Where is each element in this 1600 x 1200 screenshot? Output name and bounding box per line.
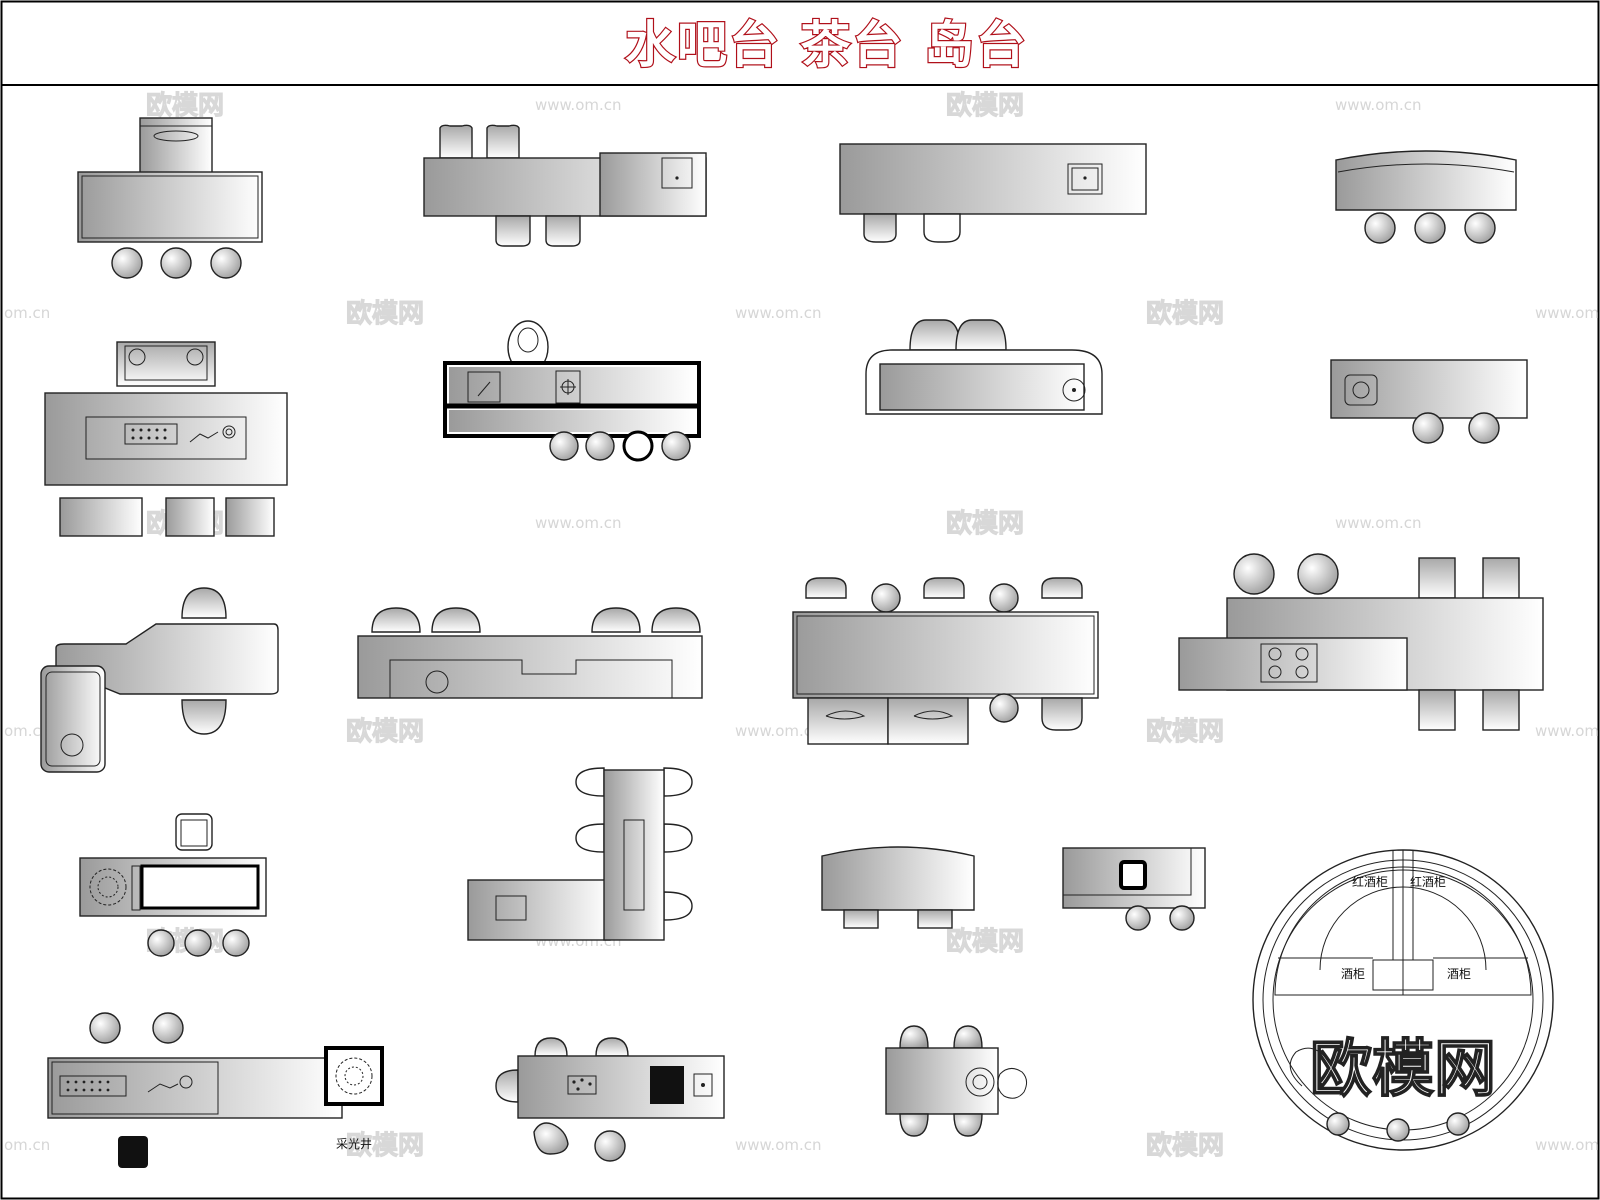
watermark-text: 欧模网: [946, 508, 1024, 539]
watermark-url: www.om.cn: [535, 96, 622, 114]
island-3: [467, 767, 693, 941]
round-bar: 红酒柜 红酒柜 酒柜 酒柜 欧模网: [1252, 849, 1554, 1151]
watermark-logo: 欧模网: [1310, 1032, 1496, 1105]
watermark-url: www.om.cn: [735, 722, 822, 740]
watermark-url: om.cn: [4, 304, 50, 322]
island-1: [40, 587, 279, 773]
watermark-url: www.om.cn: [1335, 96, 1422, 114]
watermark-url: www.om.cn: [1335, 514, 1422, 532]
wine-cabinet-label-right: 酒柜: [1447, 967, 1471, 981]
bar-counter-6: [865, 319, 1103, 415]
watermark-url: www.om.cn: [1535, 722, 1600, 740]
watermark-text: 欧模网: [346, 1130, 424, 1161]
bar-counter-1: [77, 117, 263, 279]
wine-cabinet-label-left: 酒柜: [1341, 967, 1365, 981]
bar-counter-11: [495, 1037, 725, 1162]
page-title: 水吧台 茶台 岛台: [625, 16, 1028, 74]
watermark-text: 欧模网: [146, 90, 224, 121]
watermark-url: om.cn: [4, 1136, 50, 1154]
watermark-url: www.om.cn: [1535, 1136, 1600, 1154]
bar-counter-8: [357, 607, 703, 699]
watermark-text: 欧模网: [346, 716, 424, 747]
red-wine-cabinet-label-right: 红酒柜: [1410, 874, 1446, 889]
bar-counter-5: [443, 320, 701, 462]
watermark-url: www.om.cn: [1535, 304, 1600, 322]
skylight-label: 采光井: [336, 1137, 372, 1151]
bar-counter-4: [1335, 150, 1517, 244]
island-2: [1178, 553, 1544, 731]
bar-counter-2: [423, 124, 707, 247]
watermark-url: www.om.cn: [535, 514, 622, 532]
bar-counter-10: [1062, 847, 1206, 931]
watermark-text: 欧模网: [946, 926, 1024, 957]
watermark-url: www.om.cn: [735, 1136, 822, 1154]
tea-table-3: 采光井: [47, 1012, 384, 1168]
watermark-text: 欧模网: [1146, 716, 1224, 747]
bar-counter-9: [821, 846, 975, 929]
watermark-url: om.cn: [4, 722, 50, 740]
watermark-text: 欧模网: [1146, 1130, 1224, 1161]
bar-counter-3: [839, 143, 1147, 243]
tea-table-1: [44, 341, 288, 537]
watermark-text: 欧模网: [1146, 298, 1224, 329]
red-wine-cabinet-label-left: 红酒柜: [1352, 874, 1388, 889]
watermark-url: www.om.cn: [735, 304, 822, 322]
tea-table-4: [885, 1025, 1028, 1137]
dining-bar-1: [792, 577, 1099, 745]
bar-counter-7: [1330, 359, 1528, 444]
watermark-text: 欧模网: [346, 298, 424, 329]
watermark-text: 欧模网: [946, 90, 1024, 121]
tea-table-2: [79, 813, 267, 957]
